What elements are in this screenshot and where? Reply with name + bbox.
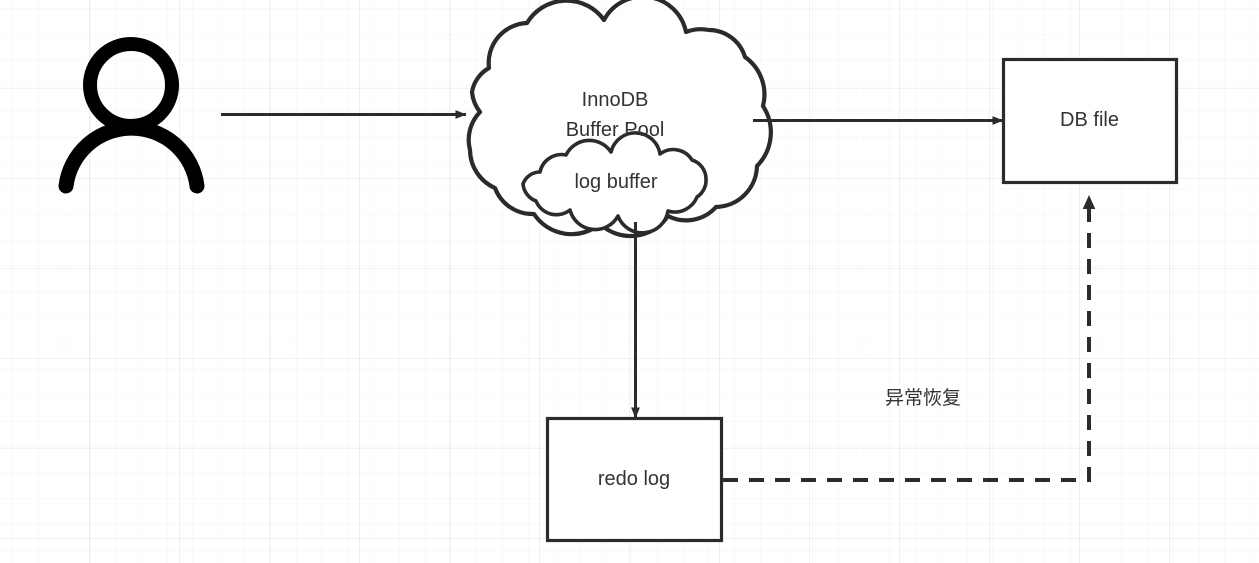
edge-redo-log-to-db-file bbox=[723, 195, 1096, 482]
db-file-box[interactable] bbox=[1001, 57, 1179, 185]
redo-log-box[interactable] bbox=[545, 416, 724, 543]
user-actor-icon bbox=[58, 37, 205, 194]
log-buffer-cloud[interactable] bbox=[521, 131, 708, 235]
